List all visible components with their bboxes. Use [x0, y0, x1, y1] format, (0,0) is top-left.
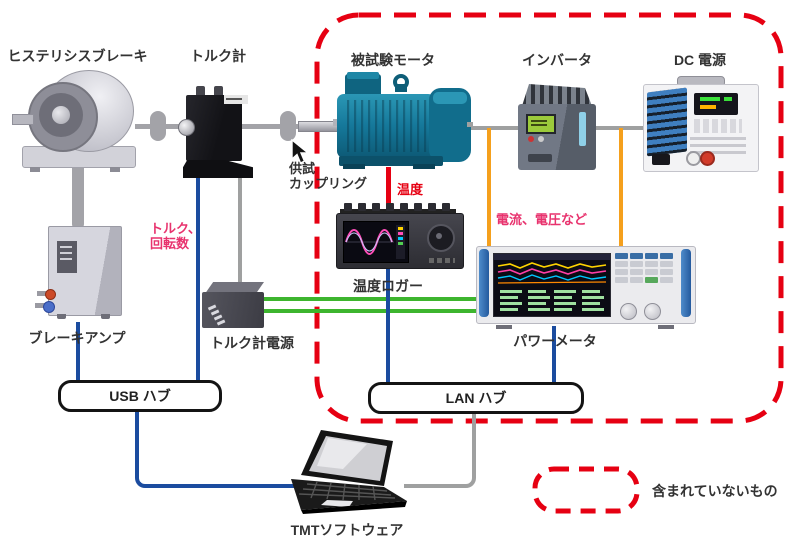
dc-terminal-red	[700, 151, 715, 166]
torque-shaft-hub	[178, 119, 195, 136]
label-power-meter: パワーメータ	[513, 333, 597, 349]
label-test-motor: 被試験モータ	[351, 52, 435, 68]
torque-nameplate	[224, 95, 248, 104]
device-dc-power-supply	[643, 76, 759, 172]
power-meter-buttons	[615, 253, 681, 297]
dc-display	[694, 93, 738, 115]
dc-keys	[694, 119, 742, 133]
power-meter-knob	[620, 303, 637, 320]
usb-hub-box: USB ハブ	[58, 380, 222, 412]
power-meter-screen	[493, 253, 611, 317]
inverter-slot	[528, 154, 552, 162]
dc-terminal-black	[686, 151, 701, 166]
brake-hub	[52, 106, 70, 124]
brake-amp-stem	[35, 303, 47, 308]
torque-connector	[196, 86, 205, 97]
device-power-meter	[476, 246, 696, 329]
link-brake-to-amp	[72, 160, 84, 230]
laptop-icon	[283, 428, 415, 514]
logger-body	[336, 213, 464, 269]
label-tmt-software: TMTソフトウェア	[290, 522, 404, 538]
cursor-icon	[291, 139, 310, 164]
label-test-coupling: 供試 カップリング	[289, 161, 368, 191]
logger-dpad	[427, 224, 455, 252]
brake-amp-body	[35, 226, 122, 319]
cable-green-1	[264, 297, 478, 301]
torque-base	[183, 160, 253, 178]
device-torque-meter	[178, 86, 253, 178]
dc-power-switch	[652, 154, 670, 165]
logger-keys	[429, 258, 455, 263]
cable-usb-laptop	[135, 406, 297, 488]
power-meter-handle-left	[479, 249, 489, 317]
lan-hub-box: LAN ハブ	[368, 382, 584, 414]
cable-amp-usb	[76, 322, 80, 380]
power-meter-handle-right	[681, 249, 691, 317]
brake-amp-foot	[57, 314, 66, 319]
logger-screen	[343, 221, 409, 263]
motor-illustration	[333, 72, 473, 169]
logger-connector	[344, 203, 352, 211]
cable-orange-1	[487, 128, 491, 248]
torque-body	[186, 95, 242, 161]
torque-psu-body	[202, 292, 264, 328]
label-inverter: インバータ	[522, 52, 592, 68]
power-meter-foot	[658, 325, 674, 329]
logger-connector	[358, 203, 366, 211]
torque-connector	[214, 86, 223, 97]
power-meter-foot	[496, 325, 512, 329]
logger-connector	[386, 203, 394, 211]
device-temp-logger	[336, 203, 464, 269]
label-legend-not-included: 含まれていないもの	[652, 483, 778, 499]
brake-amp-stem	[37, 291, 49, 296]
power-meter-knob	[644, 303, 661, 320]
brake-foot	[110, 167, 120, 172]
label-torque-meter: トルク計	[190, 48, 246, 64]
brake-foot	[30, 167, 40, 172]
logger-connector	[414, 203, 422, 211]
brake-shaft	[12, 114, 34, 125]
device-inverter	[518, 84, 596, 170]
label-temperature: 温度	[397, 182, 424, 197]
dc-louver	[647, 87, 687, 157]
logger-connector	[428, 203, 436, 211]
label-dc-power: DC 電源	[673, 52, 727, 68]
logger-connector	[372, 203, 380, 211]
label-hysteresis-brake: ヒステリシスブレーキ	[7, 48, 148, 64]
wire-motor-inverter	[468, 126, 520, 130]
cable-torque-usb	[196, 176, 200, 380]
inverter-stripe	[579, 112, 586, 146]
inverter-button	[538, 136, 544, 142]
label-torque-rotation: トルク、 回転数	[150, 221, 201, 251]
cable-green-2	[264, 309, 478, 313]
cable-orange-2	[619, 128, 623, 248]
legend-outline	[532, 466, 640, 514]
brake-amp-foot	[101, 314, 110, 319]
label-temp-logger: 温度ロガー	[353, 278, 423, 294]
device-brake-amp	[35, 226, 130, 324]
cable-lan-laptop	[404, 406, 476, 488]
logger-connector	[442, 203, 450, 211]
brake-front-disc	[28, 82, 98, 152]
brake-amp-jack-red	[45, 289, 56, 300]
logger-connector	[400, 203, 408, 211]
inverter-vents	[522, 84, 592, 106]
cable-temperature	[386, 167, 391, 205]
device-test-motor	[333, 70, 473, 170]
lan-hub-label: LAN ハブ	[445, 390, 507, 406]
device-torque-meter-power	[202, 282, 264, 330]
label-brake-amp: ブレーキアンプ	[28, 330, 126, 346]
inverter-button	[528, 136, 534, 142]
brake-amp-jack-blue	[43, 301, 55, 313]
coupling-icon	[280, 111, 296, 141]
dc-body	[643, 84, 759, 172]
label-current-voltage: 電流、電圧など	[496, 212, 588, 227]
coupling-icon	[150, 111, 166, 141]
inverter-display	[526, 114, 556, 134]
device-hysteresis-brake	[12, 70, 138, 172]
label-torque-meter-power: トルク計電源	[210, 335, 294, 351]
cable-torque-psu	[238, 176, 242, 284]
brake-amp-panel	[57, 241, 77, 273]
usb-hub-label: USB ハブ	[109, 388, 171, 404]
